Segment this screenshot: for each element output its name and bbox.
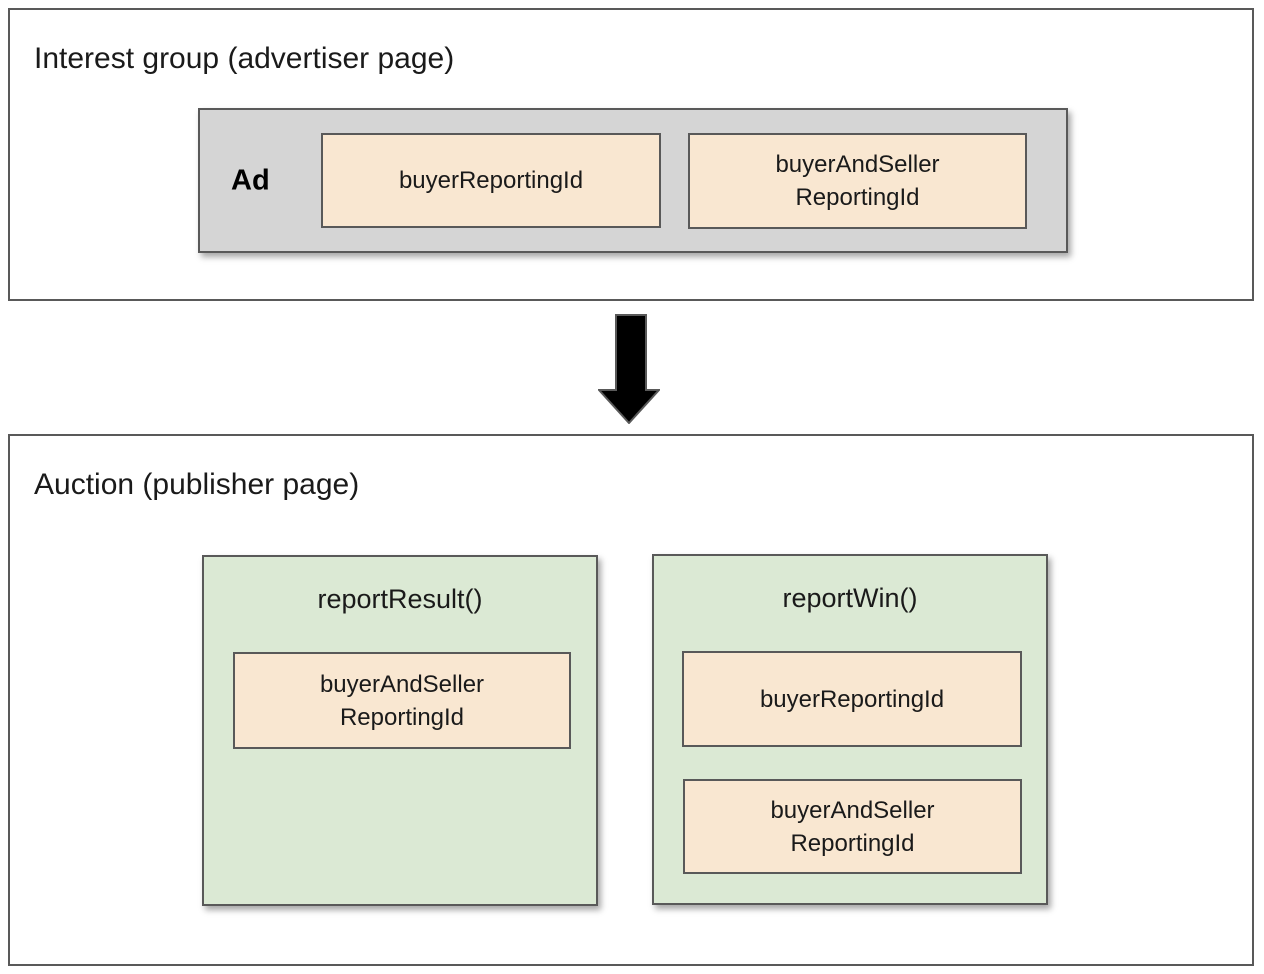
report-win-box: reportWin() buyerReportingId buyerAndSel… — [652, 554, 1048, 905]
buyer-and-seller-reporting-id-box: buyerAndSeller ReportingId — [688, 133, 1027, 229]
buyer-and-seller-reporting-id-box: buyerAndSeller ReportingId — [233, 652, 571, 749]
report-win-title: reportWin() — [782, 583, 918, 613]
down-arrow-icon — [598, 314, 660, 424]
auction-title: Auction (publisher page) — [34, 468, 360, 501]
auction-section: Auction (publisher page) reportResult() … — [8, 434, 1254, 966]
ad-container: Ad buyerReportingId buyerAndSeller Repor… — [198, 108, 1068, 253]
ad-label: Ad — [231, 164, 270, 196]
buyer-and-seller-reporting-id-box: buyerAndSeller ReportingId — [683, 779, 1022, 874]
interest-group-section: Interest group (advertiser page) Ad buye… — [8, 8, 1254, 301]
buyer-reporting-id-box: buyerReportingId — [321, 133, 661, 228]
report-result-title: reportResult() — [317, 584, 483, 614]
report-result-box: reportResult() buyerAndSeller ReportingI… — [202, 555, 598, 906]
interest-group-title: Interest group (advertiser page) — [34, 42, 455, 75]
buyer-reporting-id-box: buyerReportingId — [682, 651, 1022, 747]
